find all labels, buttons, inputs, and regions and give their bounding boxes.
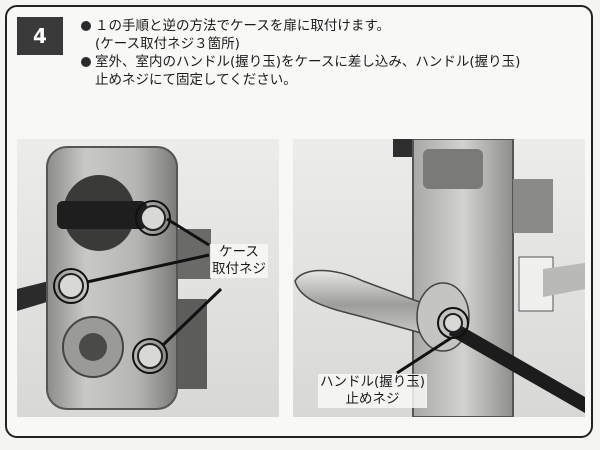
handle-illustration bbox=[294, 139, 585, 417]
callout-line: ハンドル(握り玉) bbox=[320, 374, 426, 390]
keyhole-shape bbox=[79, 333, 107, 361]
leader-line bbox=[396, 336, 452, 375]
lock-case-illustration bbox=[17, 146, 223, 410]
case-screw-icon bbox=[140, 205, 166, 231]
latch-shape bbox=[423, 149, 483, 189]
instruction-item: 室外、室内のハンドル(握り玉)をケースに差し込み、ハンドル(握り玉) 止めネジに… bbox=[79, 53, 584, 89]
callout-line: ケース bbox=[219, 244, 259, 260]
leader-line bbox=[86, 253, 210, 284]
case-screw-callout: ケース 取付ネジ bbox=[210, 244, 268, 278]
callout-line: 止めネジ bbox=[345, 391, 400, 407]
screw-highlight-ring bbox=[132, 338, 168, 374]
leader-line bbox=[161, 287, 223, 347]
screwdriver-shape bbox=[449, 321, 585, 413]
inner-handle-shape bbox=[543, 263, 585, 297]
step-number-badge: 4 bbox=[17, 17, 63, 55]
callout-line: 取付ネジ bbox=[212, 261, 266, 277]
thumbturn-lever bbox=[57, 201, 147, 229]
screw-highlight-ring bbox=[135, 200, 171, 236]
handle-screw-icon bbox=[443, 313, 463, 333]
case-screw-icon bbox=[137, 343, 163, 369]
instruction-item: １の手順と逆の方法でケースを扉に取付けます。 (ケース取付ネジ３箇所) bbox=[79, 17, 584, 53]
instruction-list: １の手順と逆の方法でケースを扉に取付けます。 (ケース取付ネジ３箇所) 室外、室… bbox=[79, 17, 584, 89]
screw-highlight-ring bbox=[53, 268, 89, 304]
instruction-line: 止めネジにて固定してください。 bbox=[95, 72, 297, 88]
screw-highlight-ring bbox=[437, 307, 469, 339]
instruction-line: １の手順と逆の方法でケースを扉に取付けます。 bbox=[95, 18, 390, 34]
instruction-line: 室外、室内のハンドル(握り玉)をケースに差し込み、ハンドル(握り玉) bbox=[95, 54, 521, 70]
case-screw-icon bbox=[58, 273, 84, 299]
instruction-line: (ケース取付ネジ３箇所) bbox=[95, 36, 240, 52]
lock-case-photo bbox=[17, 139, 279, 417]
handle-screw-callout: ハンドル(握り玉) 止めネジ bbox=[318, 374, 428, 408]
bolt-shape bbox=[513, 179, 553, 233]
leader-line bbox=[166, 217, 210, 247]
instruction-page: 4 １の手順と逆の方法でケースを扉に取付けます。 (ケース取付ネジ３箇所) 室外… bbox=[5, 5, 593, 438]
handle-photo bbox=[293, 139, 585, 417]
